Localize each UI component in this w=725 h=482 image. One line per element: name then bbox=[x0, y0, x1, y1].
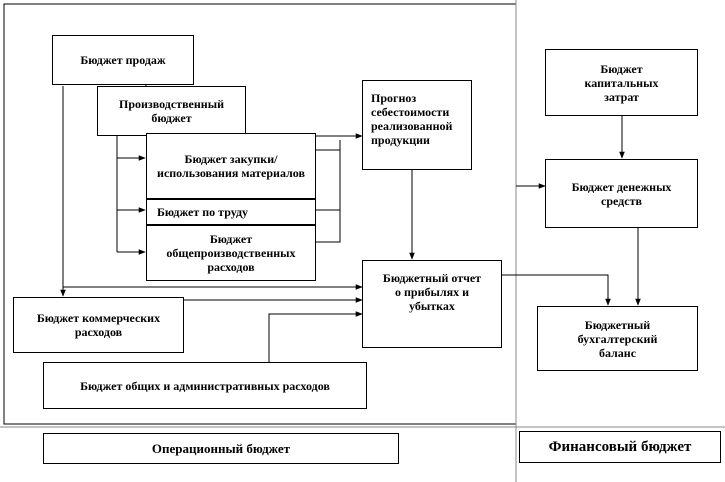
node-materials-budget: Бюджет закупки/использования материалов bbox=[146, 133, 316, 199]
node-sales-label: Бюджет продаж bbox=[80, 53, 166, 67]
node-capex-budget: Бюджет капитальных затрат bbox=[545, 49, 698, 116]
line-labor-to-cogs bbox=[315, 150, 341, 211]
node-pnl-report: Бюджетный отчет о прибылях и убытках bbox=[362, 260, 502, 348]
arrow-pnl-to-balance bbox=[502, 274, 611, 306]
node-sales-budget: Бюджет продаж bbox=[52, 35, 194, 85]
line-materials-to-cogs bbox=[315, 140, 341, 151]
node-balance-sheet: Бюджетный бухгалтерский баланс bbox=[537, 306, 698, 371]
node-labor-label: Бюджет по труду bbox=[157, 205, 249, 219]
node-commercial-budget: Бюджет коммерческих расходов bbox=[13, 297, 184, 353]
node-labor-budget: Бюджет по труду bbox=[146, 199, 316, 225]
node-cogs-label: Прогноз себестоимости реализованной прод… bbox=[371, 91, 453, 147]
node-capex-label: Бюджет капитальных затрат bbox=[584, 61, 659, 104]
operating-budget-label: Операционный бюджет bbox=[43, 433, 399, 464]
node-materials-label: Бюджет закупки/использования материалов bbox=[157, 152, 305, 180]
node-balance-label: Бюджетный бухгалтерский баланс bbox=[577, 317, 658, 360]
node-cash-budget: Бюджет денежных средств bbox=[545, 159, 698, 228]
node-cogs-forecast: Прогноз себестоимости реализованной прод… bbox=[362, 80, 472, 170]
node-overhead-label: Бюджет общепроизводственных расходов bbox=[166, 232, 296, 274]
arrow-admin-to-pnl bbox=[268, 311, 363, 362]
node-commercial-label: Бюджет коммерческих расходов bbox=[36, 311, 161, 339]
node-cash-label: Бюджет денежных средств bbox=[571, 179, 672, 208]
node-admin-budget: Бюджет общих и административных расходов bbox=[43, 362, 367, 409]
node-production-budget: Производственный бюджет bbox=[97, 86, 246, 136]
operating-budget-text: Операционный бюджет bbox=[151, 440, 291, 456]
financial-budget-text: Финансовый бюджет bbox=[548, 439, 692, 455]
node-production-label: Производственный бюджет bbox=[118, 97, 224, 125]
node-admin-label: Бюджет общих и административных расходов bbox=[80, 378, 330, 393]
node-pnl-label: Бюджетный отчет о прибылях и убытках bbox=[382, 271, 482, 313]
node-overhead-budget: Бюджет общепроизводственных расходов bbox=[146, 225, 316, 281]
line-overhead-to-cogs bbox=[315, 210, 341, 243]
financial-budget-label: Финансовый бюджет bbox=[519, 431, 721, 463]
